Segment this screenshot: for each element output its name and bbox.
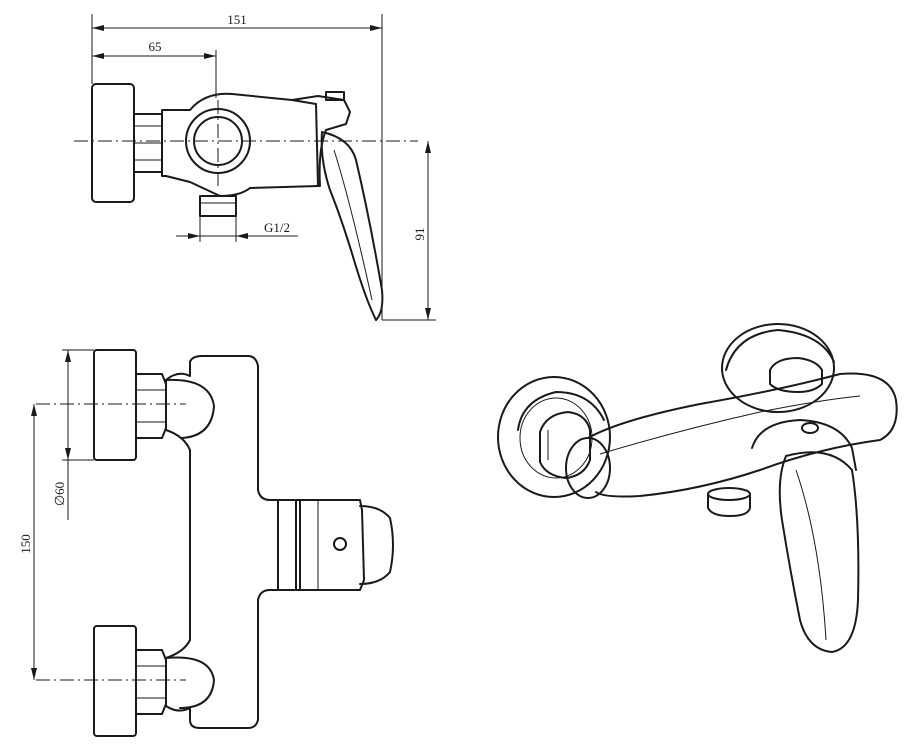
side-handle-lever bbox=[320, 131, 384, 321]
front-body bbox=[165, 355, 301, 729]
dim-91-label: 91 bbox=[412, 228, 427, 241]
iso-left-cap bbox=[565, 437, 611, 499]
dim-151-label: 151 bbox=[227, 12, 247, 27]
front-lower-boss bbox=[165, 656, 215, 709]
iso-cap-screw bbox=[801, 422, 819, 434]
front-upper-nut bbox=[135, 373, 167, 439]
front-cartridge-body bbox=[295, 499, 365, 591]
side-cap bbox=[325, 91, 345, 101]
side-escutcheon bbox=[91, 83, 135, 203]
iso-handle-lever bbox=[778, 451, 860, 653]
dim-65-label: 65 bbox=[149, 39, 162, 54]
iso-bottom-outlet bbox=[707, 493, 751, 517]
dim-g12-label: G1/2 bbox=[264, 220, 290, 235]
iso-left-escutcheon bbox=[497, 376, 611, 498]
front-lower-nut bbox=[135, 649, 167, 715]
dim-diameter-label: ∅60 bbox=[52, 482, 67, 506]
side-bottom-outlet bbox=[199, 195, 237, 217]
front-upper-escutcheon bbox=[93, 349, 137, 461]
front-handle-screw bbox=[333, 537, 347, 551]
side-view: 151 65 G1/2 91 bbox=[74, 12, 436, 321]
front-cartridge-ring bbox=[277, 499, 297, 591]
iso-right-nut bbox=[769, 357, 823, 393]
front-handle-cap bbox=[359, 505, 394, 585]
iso-right-escutcheon bbox=[721, 323, 835, 413]
iso-cartridge bbox=[751, 419, 857, 471]
front-view: ∅60 150 bbox=[18, 349, 394, 737]
iso-body bbox=[587, 372, 898, 498]
dim-150-label: 150 bbox=[18, 534, 33, 554]
iso-left-nut bbox=[539, 411, 591, 479]
isometric-view bbox=[497, 323, 898, 653]
front-lower-escutcheon bbox=[93, 625, 137, 737]
front-upper-boss bbox=[165, 378, 215, 439]
